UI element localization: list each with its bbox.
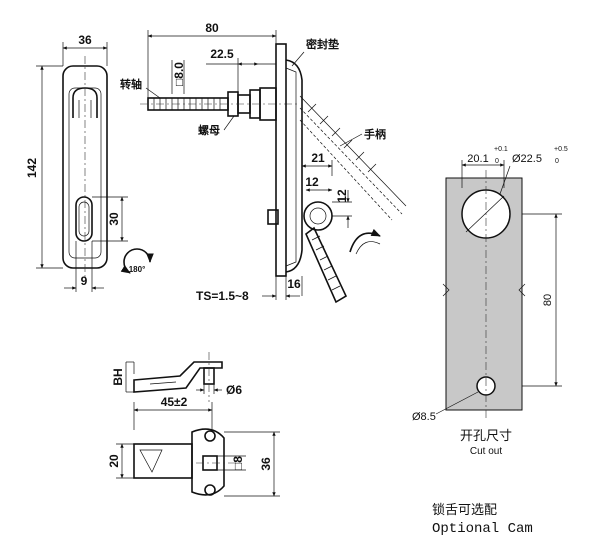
dim-side-length: 80 (205, 21, 219, 35)
dim-cam-length: 45±2 (161, 395, 188, 409)
dim-square: □8.0 (172, 62, 186, 86)
dim-cam-width: 20 (107, 454, 121, 468)
label-gasket: 密封垫 (306, 37, 339, 51)
cam-knob (303, 201, 333, 231)
handle-raised-outline (299, 107, 403, 221)
dim-12b: 12 (335, 189, 349, 203)
tol-diameter-lower: 0 (555, 158, 559, 165)
dim-ts-range: TS=1.5~8 (196, 289, 249, 303)
dim-front-height: 142 (25, 158, 39, 178)
rotation-label: 180° (129, 265, 146, 274)
rotate-icon (349, 228, 381, 253)
dim-hole-spacing: 80 (542, 294, 554, 306)
dim-hole-offset: 20.1 (467, 153, 488, 165)
dim-cam-height: 36 (259, 457, 273, 471)
tol-offset-upper: +0.1 (494, 146, 508, 153)
tol-offset-lower: 0 (495, 158, 499, 165)
dim-bh: BH (111, 368, 125, 385)
front-view: 36 142 30 9 180° (25, 33, 154, 292)
door-panel (275, 43, 287, 277)
dim-hole-diameter: Ø22.5 (512, 153, 542, 165)
gasket (285, 59, 303, 273)
cam-top-tongue (133, 443, 193, 479)
dim-shaft: 22.5 (210, 47, 234, 61)
dim-small-hole: Ø8.5 (412, 411, 436, 423)
cam-top-plate (191, 428, 225, 496)
dim-bolt-diameter: Ø6 (226, 383, 242, 397)
key-slot (75, 196, 93, 242)
dim-slot-offset: 9 (81, 274, 88, 288)
cam-title-cn: 锁舌可选配 (432, 502, 497, 518)
dim-slot-height: 30 (107, 212, 121, 226)
dim-front-width: 36 (78, 33, 92, 47)
tol-diameter-upper: +0.5 (554, 146, 568, 153)
cutout-title-cn: 开孔尺寸 (460, 429, 512, 444)
label-handle: 手柄 (364, 127, 386, 141)
dim-21: 21 (311, 151, 325, 165)
label-shaft: 转轴 (120, 77, 142, 91)
cutout-title-en: Cut out (470, 446, 502, 457)
rotate-180-icon (123, 248, 154, 263)
cam-view: BH Ø6 45±2 20 □8 36 锁舌可选配 (107, 352, 533, 537)
dim-16: 16 (287, 277, 301, 291)
side-view: 80 22.5 □8.0 (120, 21, 407, 304)
cam-title-en: Optional Cam (432, 521, 533, 537)
label-nut: 螺母 (198, 123, 220, 137)
cam-side-outline (133, 361, 223, 393)
dim-12a: 12 (305, 175, 319, 189)
key-grip (305, 226, 348, 304)
cam-hole-bottom (204, 484, 216, 496)
cutout-view: 20.1 +0.1 0 Ø22.5 +0.5 0 80 Ø8.5 开孔尺寸 Cu… (412, 146, 568, 457)
cam-hole-top (204, 430, 216, 442)
dim-cam-square: □8 (231, 456, 245, 470)
